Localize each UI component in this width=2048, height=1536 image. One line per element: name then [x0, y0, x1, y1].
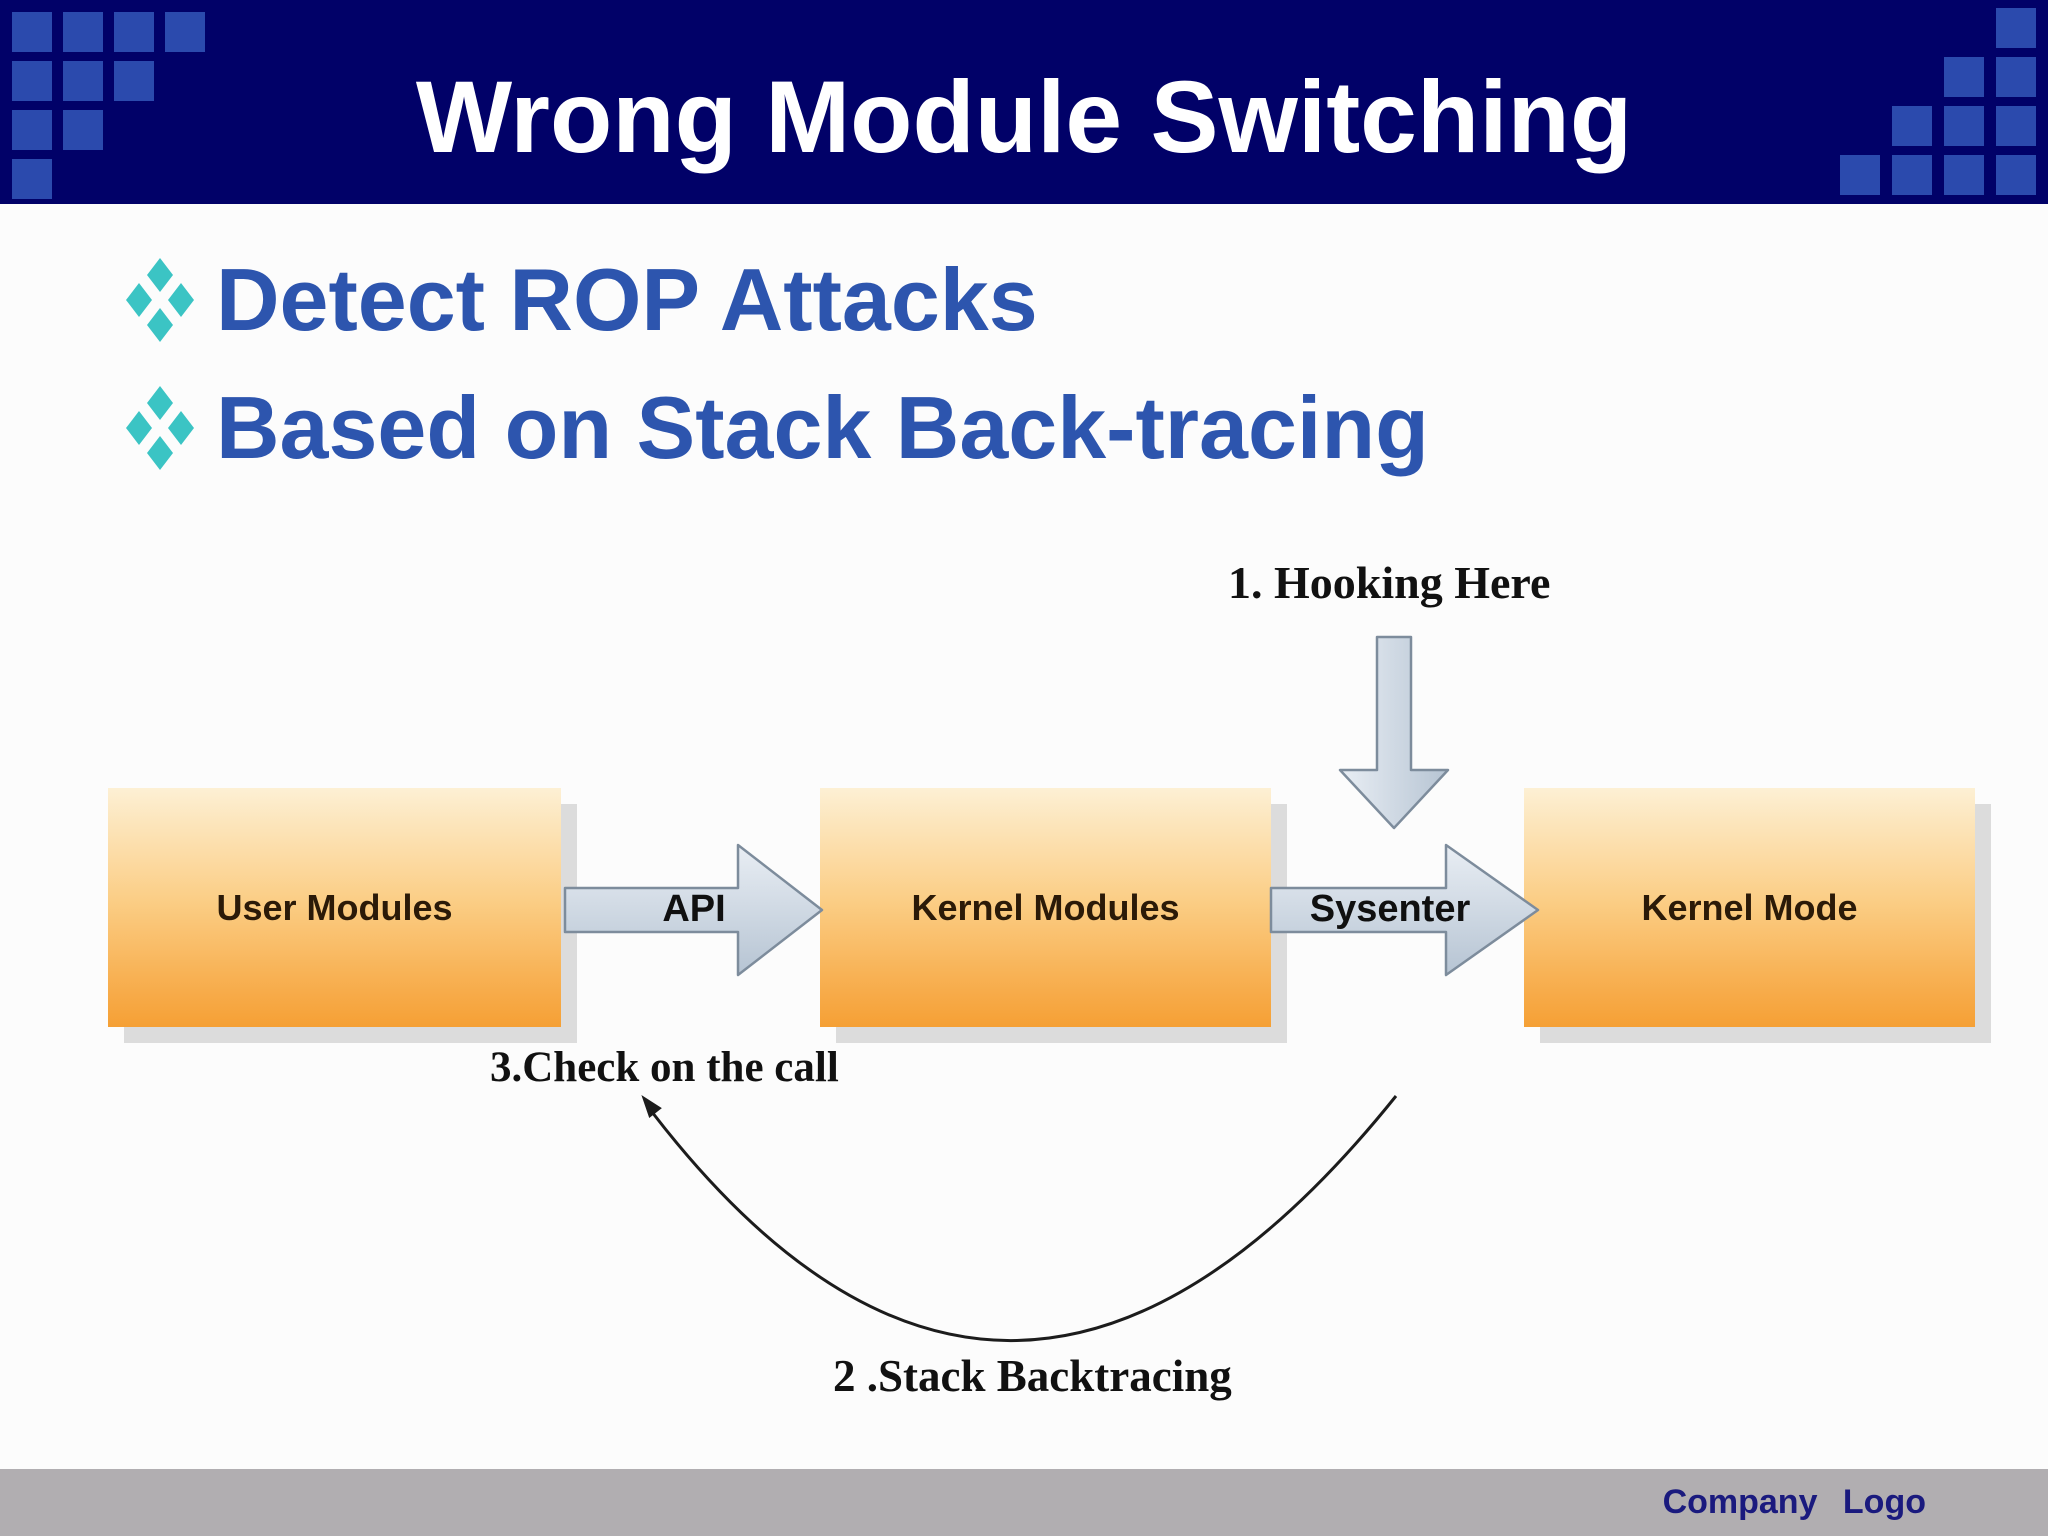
box-label: User Modules — [216, 886, 453, 928]
decorative-squares-left — [12, 12, 52, 52]
backtracing-curve-arrowhead — [641, 1094, 662, 1119]
page-title: Wrong Module Switching — [415, 60, 1633, 174]
diamond-bullet-icon — [126, 386, 194, 470]
box-kernel-mode: Kernel Mode — [1524, 788, 1975, 1027]
annotation-stack-backtracing: 2 .Stack Backtracing — [833, 1351, 1232, 1401]
company-logo-text: Company Logo — [1662, 1483, 1926, 1521]
annotation-hooking-here: 1. Hooking Here — [1228, 557, 1551, 608]
annotation-check-on-call: 3.Check on the call — [490, 1044, 839, 1091]
bullet-text-1: Detect ROP Attacks — [216, 250, 1038, 349]
sysenter-arrow-label: Sysenter — [1309, 888, 1471, 930]
header-bar: Wrong Module Switching — [0, 0, 2048, 204]
backtracing-curve — [650, 1095, 1398, 1343]
bullet-text-2: Based on Stack Back-tracing — [216, 378, 1429, 477]
box-user-modules: User Modules — [108, 788, 561, 1027]
bullet-item-1: Detect ROP Attacks — [126, 248, 1038, 352]
api-arrow-label: API — [662, 888, 726, 930]
diamond-bullet-icon — [126, 258, 194, 342]
box-label: Kernel Modules — [911, 886, 1180, 928]
box-kernel-modules: Kernel Modules — [820, 788, 1271, 1027]
hooking-down-arrow — [1338, 635, 1450, 830]
bullet-item-2: Based on Stack Back-tracing — [126, 376, 1429, 480]
decorative-squares-right — [1996, 8, 2036, 48]
footer-bar: Company Logo — [0, 1469, 2048, 1536]
box-label: Kernel Mode — [1641, 886, 1858, 928]
